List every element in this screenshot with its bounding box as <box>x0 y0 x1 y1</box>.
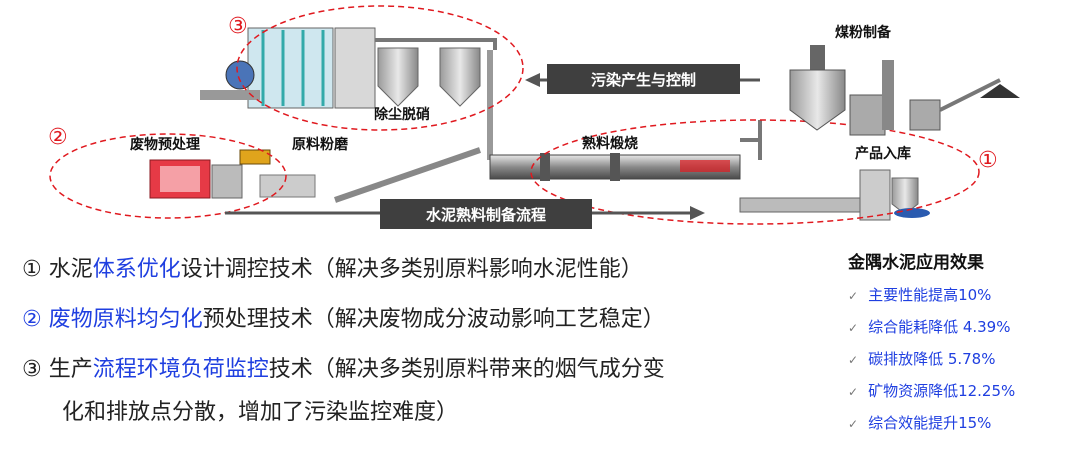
tech-1-highlight: 体系优化 <box>92 257 181 282</box>
tech-2-number: ② <box>22 307 42 332</box>
tech-1-number: ① <box>22 257 42 282</box>
check-icon: ✓ <box>848 385 859 399</box>
effect-item: ✓ 综合效能提升15% <box>848 412 991 433</box>
check-icon: ✓ <box>848 353 859 367</box>
effect-label: 综合能耗降低 4.39% <box>868 318 1011 336</box>
effect-label: 主要性能提高10% <box>868 286 992 304</box>
label-raw-grinding: 原料粉磨 <box>292 137 348 153</box>
tech-3-suffix: 技术（解决多类别原料带来的烟气成分变 <box>268 357 665 382</box>
effect-item: ✓ 矿物资源降低12.25% <box>848 380 1015 401</box>
process-diagram-svg <box>49 5 1020 225</box>
tech-3-prefix: 生产 <box>48 357 93 382</box>
tech-2-suffix: 预处理技术（解决废物成分波动影响工艺稳定） <box>202 307 665 332</box>
banner-clinker-process: 水泥熟料制备流程 <box>380 199 592 229</box>
effect-label: 矿物资源降低12.25% <box>868 382 1016 400</box>
label-coal-prep: 煤粉制备 <box>835 25 891 41</box>
tech-1-suffix: 设计调控技术（解决多类别原料影响水泥性能） <box>180 257 643 282</box>
tech-item-1: ① 水泥体系优化设计调控技术（解决多类别原料影响水泥性能） <box>22 255 643 285</box>
label-product-storage: 产品入库 <box>855 146 911 162</box>
tech-item-3: ③ 生产流程环境负荷监控技术（解决多类别原料带来的烟气成分变 <box>22 355 665 385</box>
dashed-ellipse-1 <box>530 119 980 225</box>
label-clinker-calcination: 熟料煅烧 <box>582 136 638 152</box>
tech-3-highlight: 流程环境负荷监控 <box>92 357 269 382</box>
dust-removal-equipment <box>200 27 497 160</box>
technology-list: ① 水泥体系优化设计调控技术（解决多类别原料影响水泥性能） ② 废物原料均匀化预… <box>22 255 665 425</box>
dashed-ellipse-3 <box>236 5 524 131</box>
tech-item-2: ② 废物原料均匀化预处理技术（解决废物成分波动影响工艺稳定） <box>22 305 665 335</box>
marker-1: ① <box>978 148 998 173</box>
process-diagram <box>49 5 1020 225</box>
check-icon: ✓ <box>848 417 859 431</box>
dashed-ellipse-2 <box>49 133 287 219</box>
tech-2-highlight: 废物原料均匀化 <box>48 307 203 332</box>
tech-3-continuation: 化和排放点分散，增加了污染监控难度） <box>62 400 459 425</box>
banner-pollution-control: 污染产生与控制 <box>547 64 740 94</box>
check-icon: ✓ <box>848 289 859 303</box>
effect-item: ✓ 主要性能提高10% <box>848 284 991 305</box>
label-waste-pretreatment: 废物预处理 <box>130 137 200 153</box>
effect-label: 碳排放降低 5.78% <box>868 350 996 368</box>
effect-item: ✓ 综合能耗降低 4.39% <box>848 316 1010 337</box>
effect-item: ✓ 碳排放降低 5.78% <box>848 348 995 369</box>
coal-preparation-equipment <box>789 45 1020 136</box>
label-dust-denitration: 除尘脱硝 <box>374 107 430 123</box>
effect-label: 综合效能提升15% <box>868 414 992 432</box>
conveyor-belt <box>334 147 481 203</box>
marker-2: ② <box>48 125 68 150</box>
tech-3-number: ③ <box>22 357 42 382</box>
waste-pretreatment-equipment <box>149 149 316 199</box>
check-icon: ✓ <box>848 321 859 335</box>
marker-3: ③ <box>228 14 248 39</box>
effects-title: 金隅水泥应用效果 <box>848 253 984 273</box>
tech-1-prefix: 水泥 <box>48 257 93 282</box>
